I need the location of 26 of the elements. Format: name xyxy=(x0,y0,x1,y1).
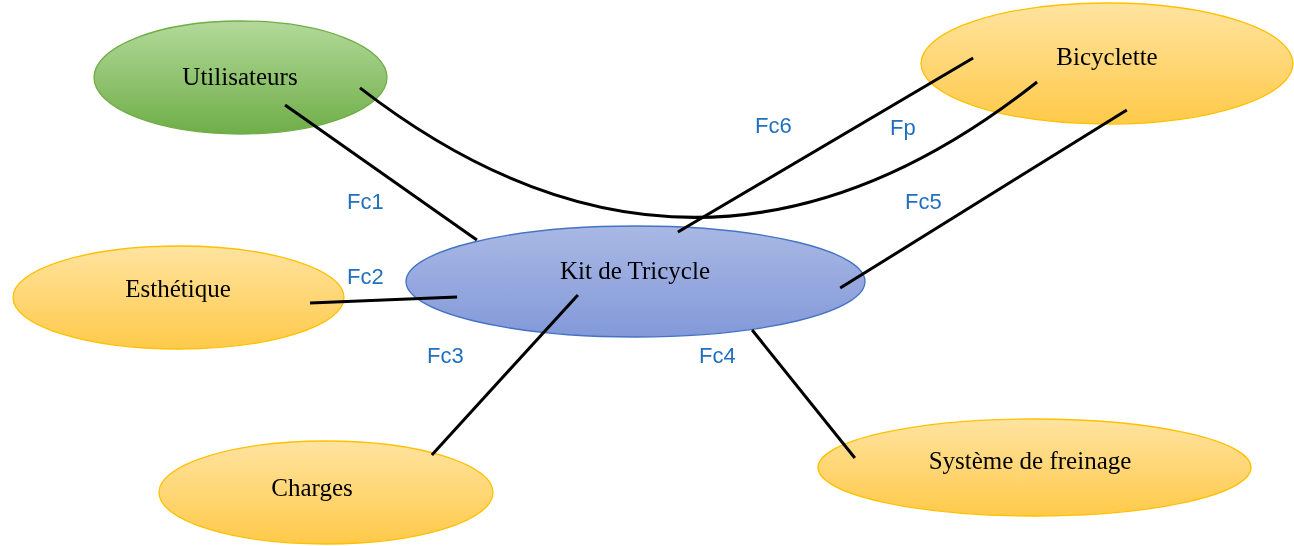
node-label: Charges xyxy=(271,474,353,502)
node-label: Bicyclette xyxy=(1056,43,1158,71)
connector-line xyxy=(839,108,1128,290)
connector-line xyxy=(677,56,974,234)
ellipse-node xyxy=(93,20,388,135)
node-label: Kit de Tricycle xyxy=(560,257,710,285)
edge-label: Fc1 xyxy=(347,189,384,215)
ellipse-node xyxy=(405,225,866,338)
edge-label: Fc2 xyxy=(347,264,384,290)
node-label: Utilisateurs xyxy=(182,63,298,91)
ellipse-node xyxy=(817,418,1252,517)
ellipse-node xyxy=(12,245,345,350)
edge-label: Fc4 xyxy=(699,343,736,369)
ellipse-node xyxy=(920,2,1294,125)
connector-line xyxy=(309,295,458,305)
connector-line xyxy=(359,80,1038,219)
edge-label: Fc5 xyxy=(905,189,942,215)
edge-label: Fc3 xyxy=(427,343,464,369)
connector-line xyxy=(430,293,579,457)
ellipse-node xyxy=(158,440,494,545)
node-label: Système de freinage xyxy=(928,447,1132,475)
node-label: Esthétique xyxy=(125,275,231,303)
edge-label: Fp xyxy=(890,115,916,141)
connector-line xyxy=(284,103,478,242)
connector-line xyxy=(750,329,856,459)
edge-label: Fc6 xyxy=(755,113,792,139)
